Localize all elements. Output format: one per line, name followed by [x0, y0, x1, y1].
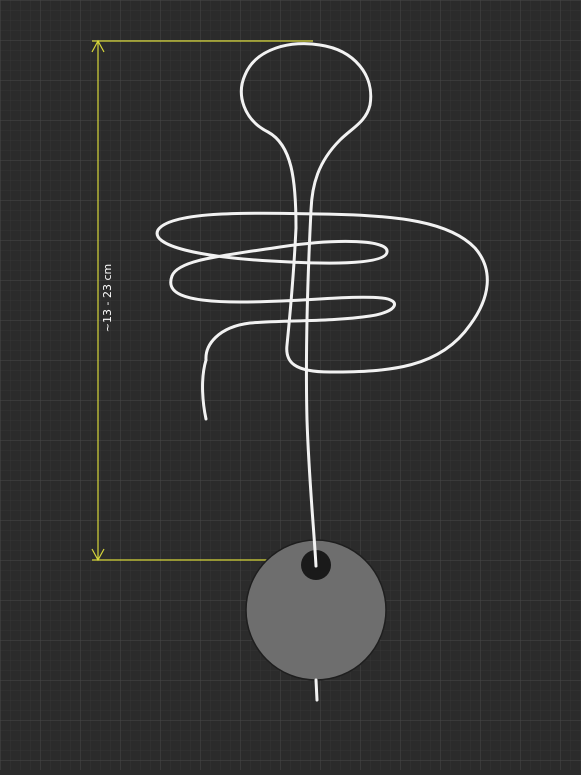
cord-loose-end	[201, 358, 208, 421]
measure-bottom-arrowhead	[91, 548, 105, 562]
cord-coil	[155, 211, 489, 374]
measurement-label: ~13 - 23 cm	[101, 264, 114, 332]
measure-top-arrowhead	[91, 39, 105, 53]
cord-tail	[314, 678, 319, 702]
cord	[155, 42, 489, 702]
cord-loop-and-stems	[240, 42, 373, 568]
